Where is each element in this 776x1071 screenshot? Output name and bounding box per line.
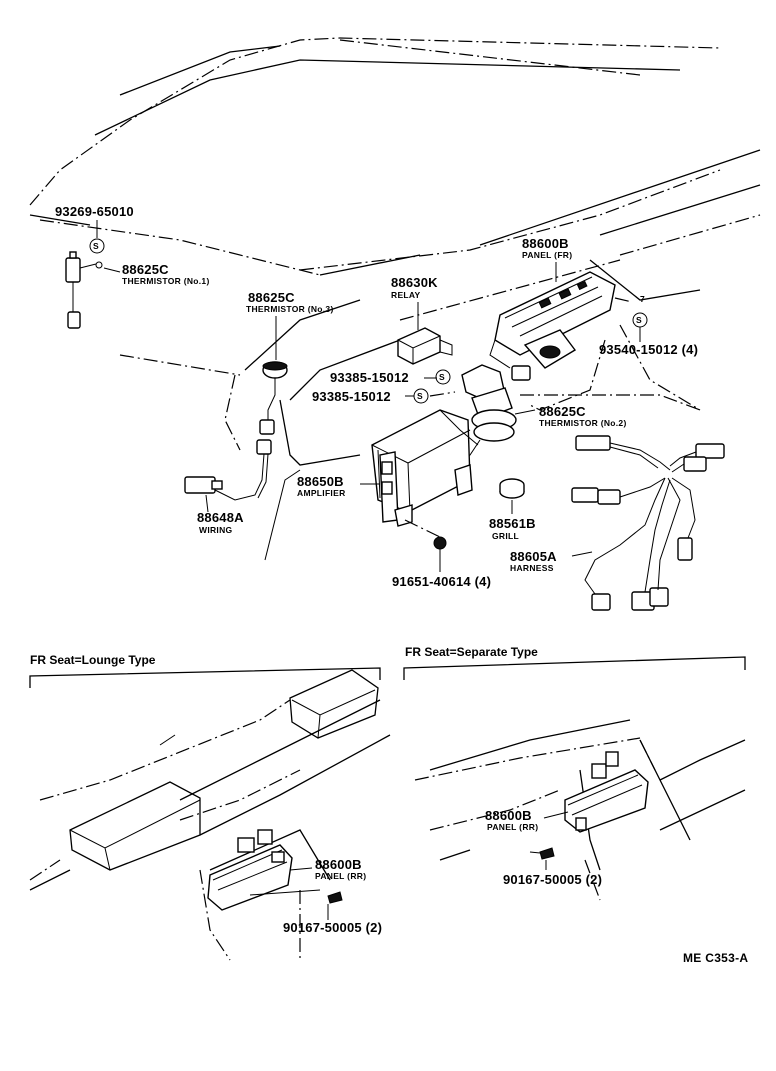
- svg-text:7: 7: [640, 294, 645, 304]
- body-outline: [29, 37, 761, 561]
- part-number-93385-b: 93385-15012: [312, 389, 391, 404]
- callout-93385: 93385-15012 S 93385-15012 S: [312, 369, 456, 404]
- part-name-amplifier: AMPLIFIER: [297, 488, 346, 498]
- svg-text:S: S: [636, 315, 642, 325]
- s-washer-icon: [89, 238, 105, 254]
- part-number-88600b-separate: 88600B: [485, 808, 532, 823]
- part-number-88650b: 88650B: [297, 474, 344, 489]
- figure-reference: ME C353-A: [683, 951, 748, 965]
- part-number-88625c-2: 88625C: [539, 404, 586, 419]
- callout-91651: 91651-40614 (4): [392, 519, 491, 589]
- section-title-separate: FR Seat=Separate Type: [405, 645, 538, 659]
- part-number-88600b-lounge: 88600B: [315, 857, 362, 872]
- part-number-88630k: 88630K: [391, 275, 438, 290]
- amplifier-88650b: 88650B AMPLIFIER: [297, 409, 479, 527]
- part-number-93385-a: 93385-15012: [330, 370, 409, 385]
- part-name-grill: GRILL: [492, 531, 519, 541]
- part-number-88625c-1: 88625C: [122, 262, 169, 277]
- grill-88561b: 88561B GRILL: [489, 478, 536, 541]
- section-lounge: FR Seat=Lounge Type 88600B PANEL (RR) 90…: [29, 653, 391, 961]
- bolt-icon: [433, 536, 447, 550]
- relay-88630k: 88630K RELAY: [391, 275, 453, 365]
- part-name-thermistor-3: THERMISTOR (No.3): [246, 304, 334, 314]
- thermistor-no2: 88625C THERMISTOR (No.2): [459, 364, 627, 463]
- svg-text:S: S: [93, 241, 99, 251]
- part-number-91651: 91651-40614 (4): [392, 574, 491, 589]
- part-number-88605a: 88605A: [510, 549, 557, 564]
- part-name-harness: HARNESS: [510, 563, 554, 573]
- s-washer-icon: [435, 369, 451, 385]
- part-number-93269: 93269-65010: [55, 204, 134, 219]
- section-separate: FR Seat=Separate Type 88600B PANEL (RR) …: [403, 645, 746, 901]
- part-number-93540: 93540-15012 (4): [599, 342, 698, 357]
- part-number-90167-lounge: 90167-50005 (2): [283, 920, 382, 935]
- part-name-relay: RELAY: [391, 290, 421, 300]
- part-name-thermistor-1: THERMISTOR (No.1): [122, 276, 210, 286]
- wiring-88648a: 88648A WIRING: [184, 476, 244, 535]
- section-title-lounge: FR Seat=Lounge Type: [30, 653, 156, 667]
- harness-88605a: 88605A HARNESS: [510, 435, 725, 611]
- part-name-wiring: WIRING: [199, 525, 233, 535]
- thermistor-no3: 88625C THERMISTOR (No.3): [214, 290, 334, 501]
- part-number-88561b: 88561B: [489, 516, 536, 531]
- panel-fr-88600b: 88600B PANEL (FR) 7: [489, 236, 645, 381]
- thermistor-no1: 88625C THERMISTOR (No.1): [65, 251, 210, 329]
- part-number-88648a: 88648A: [197, 510, 244, 525]
- svg-text:S: S: [417, 391, 423, 401]
- part-name-panel-fr: PANEL (FR): [522, 250, 572, 260]
- part-number-88600b-fr: 88600B: [522, 236, 569, 251]
- part-name-panel-rr-separate: PANEL (RR): [487, 822, 538, 832]
- part-number-90167-separate: 90167-50005 (2): [503, 872, 602, 887]
- svg-text:S: S: [439, 372, 445, 382]
- callout-93269: 93269-65010 S: [55, 204, 134, 254]
- part-name-thermistor-2: THERMISTOR (No.2): [539, 418, 627, 428]
- part-name-panel-rr-lounge: PANEL (RR): [315, 871, 366, 881]
- s-washer-icon: [413, 388, 429, 404]
- part-number-88625c-3: 88625C: [248, 290, 295, 305]
- callout-93540: S 93540-15012 (4): [520, 312, 701, 411]
